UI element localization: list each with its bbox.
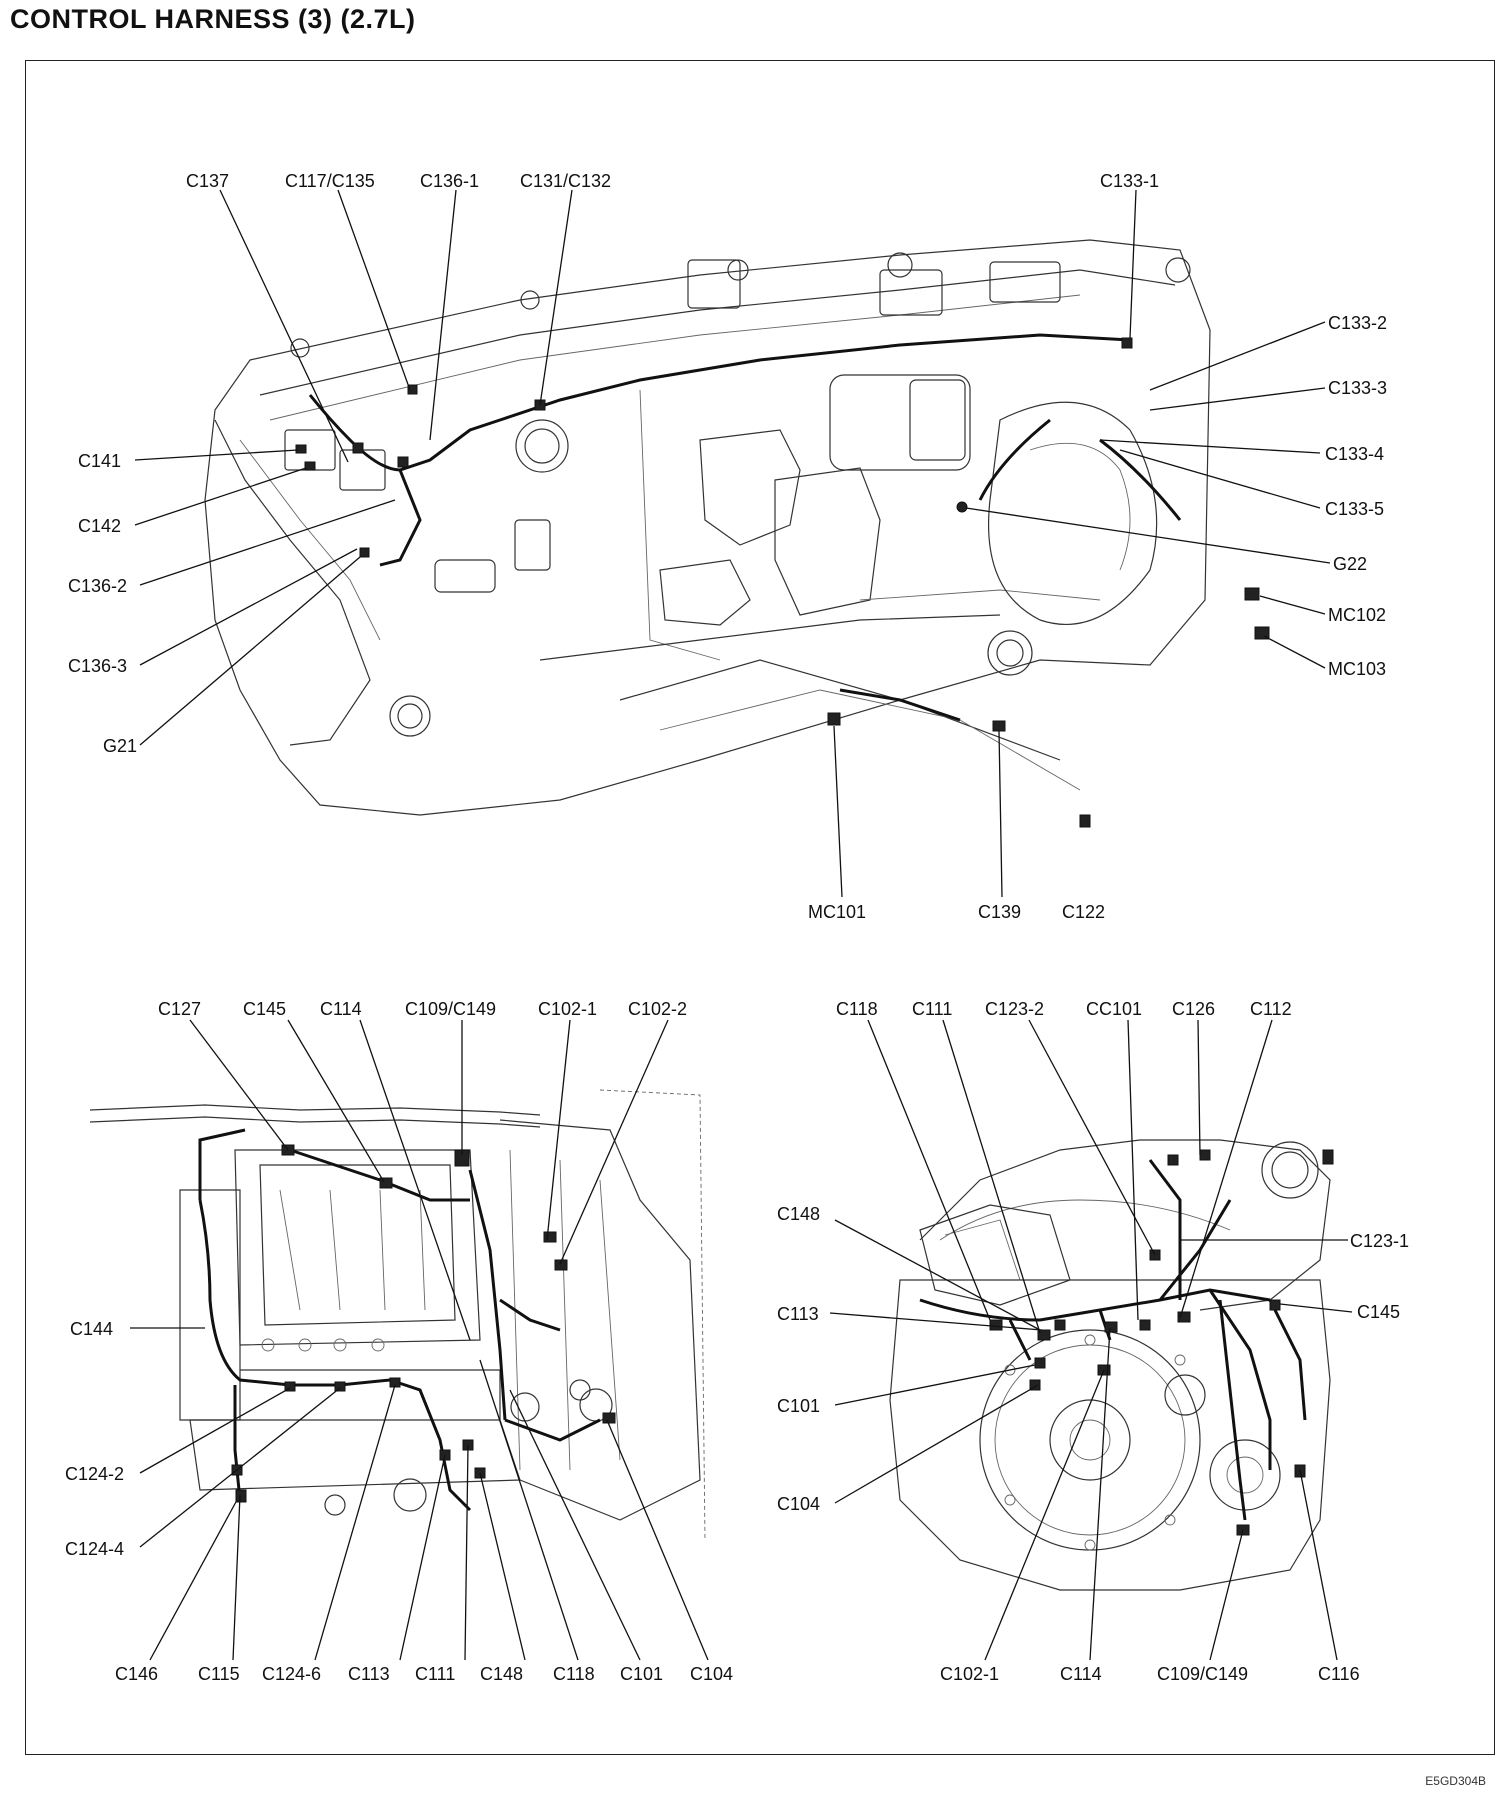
label-mc103: MC103 <box>1328 659 1386 679</box>
label-c141: C141 <box>78 451 121 471</box>
label-c112: C112 <box>1250 999 1292 1019</box>
label-c123-2: C123-2 <box>985 999 1044 1019</box>
label-c118: C118 <box>553 1664 595 1684</box>
engine-illustration <box>89 1089 706 1541</box>
label-c142: C142 <box>78 516 121 536</box>
dash-leader-lines <box>134 189 1331 898</box>
label-c111: C111 <box>415 1664 455 1684</box>
label-c117-c135: C117/C135 <box>285 171 375 191</box>
label-c139: C139 <box>978 902 1021 922</box>
figure-frame <box>25 60 1495 1755</box>
label-c131-c132: C131/C132 <box>520 171 611 191</box>
label-c102-1: C102-1 <box>940 1664 999 1684</box>
figure-code: E5GD304B <box>1425 1774 1486 1788</box>
label-c123-1: C123-1 <box>1350 1231 1409 1251</box>
label-c104: C104 <box>690 1664 733 1684</box>
label-g22: G22 <box>1333 554 1367 574</box>
label-g21: G21 <box>103 736 137 756</box>
label-c148: C148 <box>777 1204 820 1224</box>
label-c145: C145 <box>1357 1302 1400 1322</box>
dash-panel-illustration <box>204 239 1270 828</box>
label-c144: C144 <box>70 1319 113 1339</box>
label-c114: C114 <box>320 999 362 1019</box>
label-c101: C101 <box>620 1664 663 1684</box>
label-c109-c149: C109/C149 <box>1157 1664 1248 1684</box>
label-c133-2: C133-2 <box>1328 313 1387 333</box>
label-cc101: CC101 <box>1086 999 1142 1019</box>
label-c126: C126 <box>1172 999 1215 1019</box>
dash-labels: C137 C117/C135 C136-1 C131/C132 C133-1 C… <box>68 171 1387 922</box>
label-c133-5: C133-5 <box>1325 499 1384 519</box>
label-c113: C113 <box>348 1664 390 1684</box>
transaxle-labels: C118 C111 C123-2 CC101 C126 C112 C148 C1… <box>777 999 1409 1684</box>
label-c124-2: C124-2 <box>65 1464 124 1484</box>
label-c102-1: C102-1 <box>538 999 597 1019</box>
label-c118: C118 <box>836 999 878 1019</box>
label-c133-3: C133-3 <box>1328 378 1387 398</box>
label-c137: C137 <box>186 171 229 191</box>
label-c116: C116 <box>1318 1664 1360 1684</box>
label-c102-2: C102-2 <box>628 999 687 1019</box>
label-c148: C148 <box>480 1664 523 1684</box>
label-c104: C104 <box>777 1494 820 1514</box>
label-c114: C114 <box>1060 1664 1102 1684</box>
label-c127: C127 <box>158 999 201 1019</box>
label-c133-4: C133-4 <box>1325 444 1384 464</box>
label-c122: C122 <box>1062 902 1105 922</box>
label-mc102: MC102 <box>1328 605 1386 625</box>
label-c101: C101 <box>777 1396 820 1416</box>
label-c109-c149: C109/C149 <box>405 999 496 1019</box>
label-c113: C113 <box>777 1304 819 1324</box>
label-c111: C111 <box>912 999 952 1019</box>
label-mc101: MC101 <box>808 902 866 922</box>
transaxle-leader-lines <box>829 1019 1353 1661</box>
label-c136-1: C136-1 <box>420 171 479 191</box>
label-c145: C145 <box>243 999 286 1019</box>
page-title: CONTROL HARNESS (3) (2.7L) <box>10 4 416 34</box>
label-c115: C115 <box>198 1664 240 1684</box>
label-c124-4: C124-4 <box>65 1539 124 1559</box>
label-c146: C146 <box>115 1664 158 1684</box>
label-c136-3: C136-3 <box>68 656 127 676</box>
label-c133-1: C133-1 <box>1100 171 1159 191</box>
label-c136-2: C136-2 <box>68 576 127 596</box>
engine-leader-lines <box>130 1019 709 1661</box>
engine-labels: C127 C145 C114 C109/C149 C102-1 C102-2 C… <box>65 999 733 1684</box>
label-c124-6: C124-6 <box>262 1664 321 1684</box>
transaxle-illustration <box>889 1139 1334 1591</box>
